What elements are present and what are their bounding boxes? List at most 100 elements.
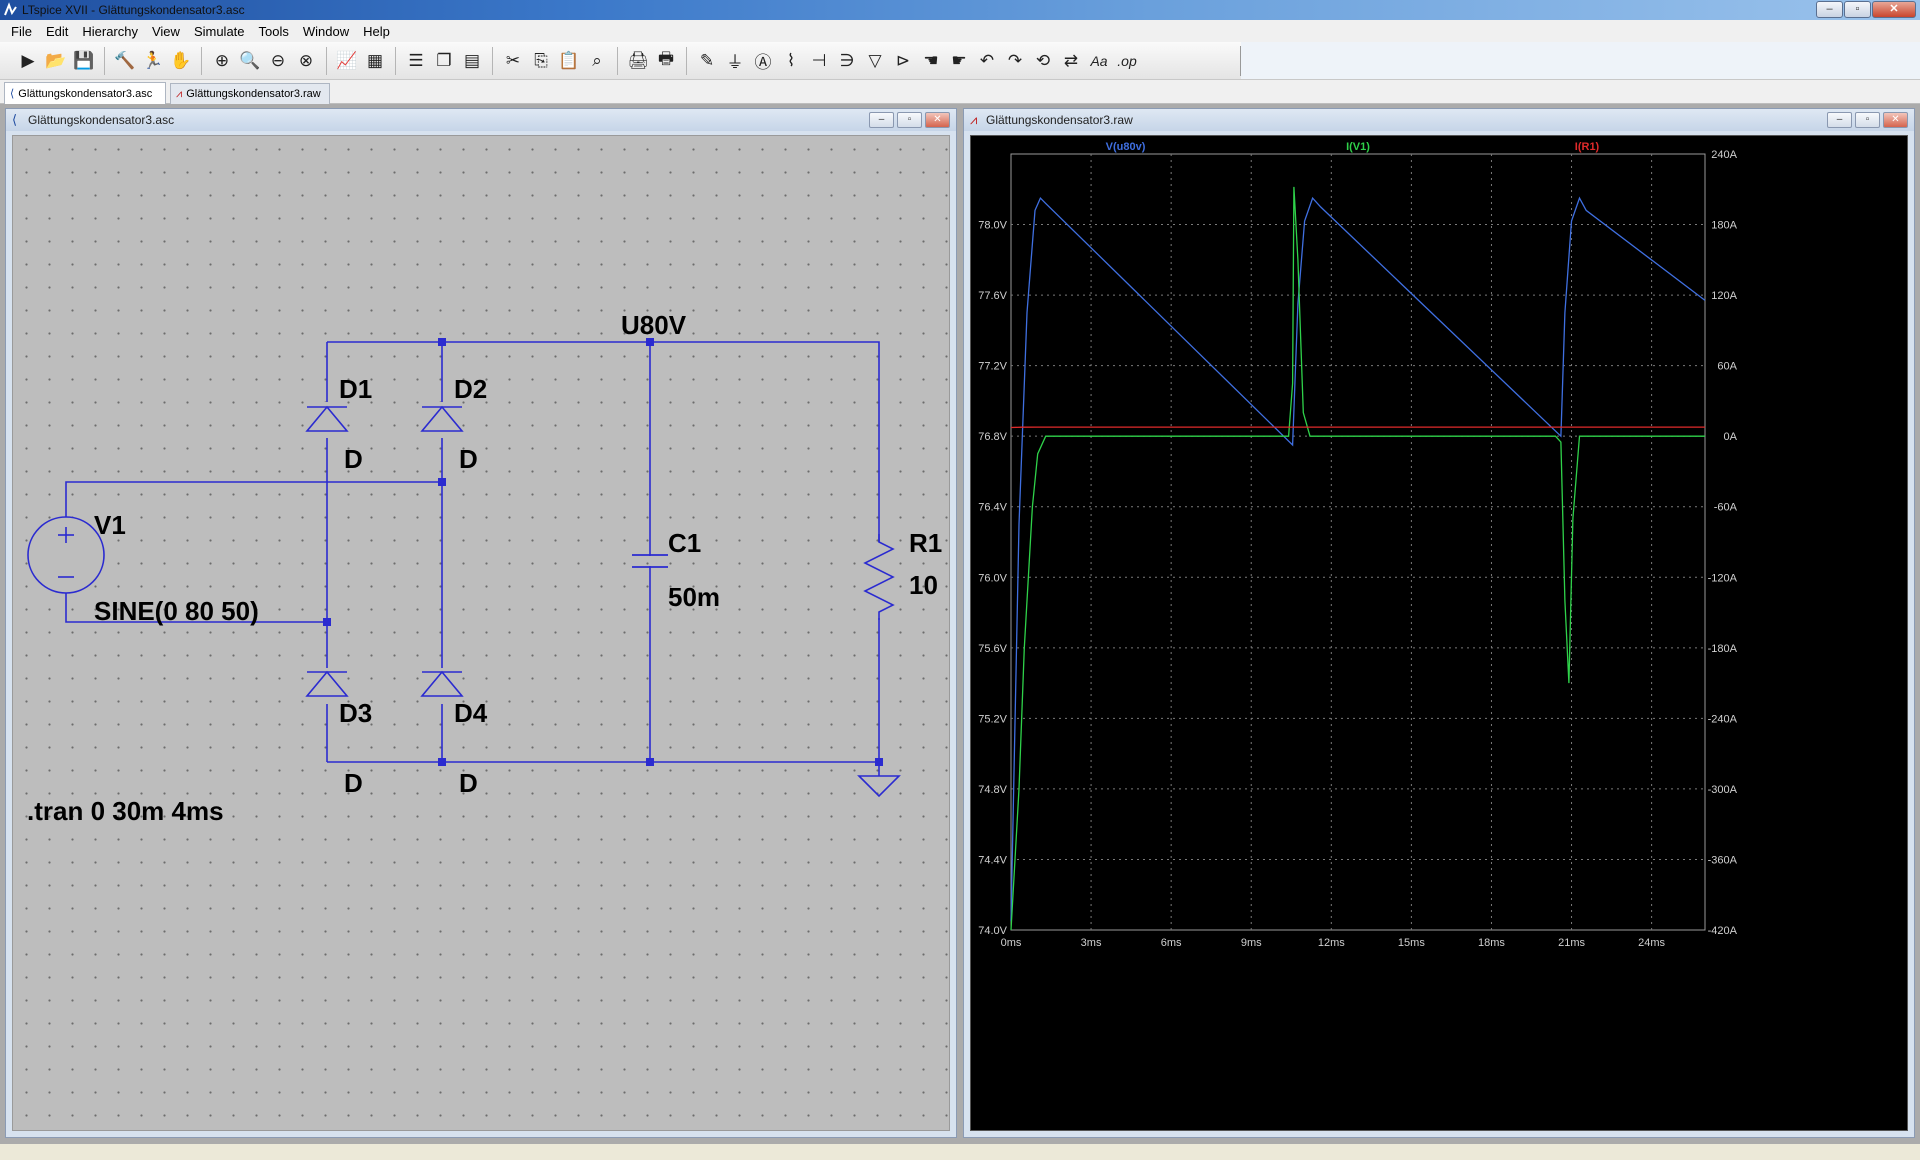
waveform-icon: ⩘ xyxy=(176,87,183,100)
tab-waveform[interactable]: ⩘ Glättungskondensator3.raw xyxy=(170,83,330,104)
redo-icon[interactable]: ↷ xyxy=(1007,50,1023,70)
d4-value-label: D xyxy=(459,768,478,798)
spice-directive-icon[interactable]: .op xyxy=(1117,52,1137,69)
close-button[interactable]: ✕ xyxy=(1872,1,1916,18)
menu-hierarchy[interactable]: Hierarchy xyxy=(82,23,138,39)
document-tabs: ⟨ Glättungskondensator3.asc ⩘ Glättungsk… xyxy=(0,80,1920,104)
y-right-tick-label: 240A xyxy=(1711,149,1737,161)
maximize-button[interactable]: ▫ xyxy=(1844,1,1871,18)
run-sim-icon[interactable]: 🏃 xyxy=(142,50,164,70)
series-line-1[interactable] xyxy=(1010,196,1706,922)
v1-value-label: SINE(0 80 50) xyxy=(94,596,259,626)
print-setup-icon[interactable]: 🖨 xyxy=(627,50,649,70)
schematic-canvas[interactable]: U80V D1 D D2 D D3 D D4 D V1 SINE(0 80 50… xyxy=(12,135,950,1131)
zoom-in-icon[interactable]: ⊕ xyxy=(214,50,230,70)
open-icon[interactable]: 📂 xyxy=(45,50,67,70)
d3-value-label: D xyxy=(344,768,363,798)
schematic-close-button[interactable]: ✕ xyxy=(925,112,950,128)
capacitor-icon[interactable]: ⊣ xyxy=(811,50,827,70)
toolbar-separator xyxy=(326,46,327,75)
diode-d4[interactable] xyxy=(420,668,464,704)
minimize-button[interactable]: – xyxy=(1816,1,1843,18)
net-label-u80v[interactable]: U80V xyxy=(621,310,687,340)
drag-icon[interactable]: ☛ xyxy=(951,50,967,70)
tab-schematic[interactable]: ⟨ Glättungskondensator3.asc xyxy=(4,82,166,104)
toolbar-divider xyxy=(1240,46,1241,76)
window-title: LTspice XVII - Glättungskondensator3.asc xyxy=(22,3,245,17)
tile-vertical-icon[interactable]: ▤ xyxy=(463,50,481,70)
resistor-icon[interactable]: ⌇ xyxy=(786,50,796,70)
zoom-fit-icon[interactable]: ⊗ xyxy=(298,50,314,70)
d2-value-label: D xyxy=(459,444,478,474)
resistor-r1[interactable] xyxy=(863,534,895,620)
series-line-2[interactable] xyxy=(1010,186,1705,931)
x-tick-label: 15ms xyxy=(1398,937,1425,949)
component-icon[interactable]: ⊳ xyxy=(895,50,911,70)
diode-d3[interactable] xyxy=(305,668,349,704)
y-right-tick-label: -180A xyxy=(1708,643,1738,655)
waveform-minimize-button[interactable]: – xyxy=(1827,112,1852,128)
y-left-tick-label: 76.8V xyxy=(978,431,1007,443)
menu-bar: File Edit Hierarchy View Simulate Tools … xyxy=(0,20,1920,42)
autorange-icon[interactable]: 📈 xyxy=(336,50,358,70)
c1-value-label: 50m xyxy=(668,582,720,612)
move-icon[interactable]: ☚ xyxy=(923,50,939,70)
tab-label: Glättungskondensator3.raw xyxy=(186,88,321,100)
inductor-icon[interactable]: ∋ xyxy=(839,50,855,70)
zoom-cancel-icon[interactable]: ▦ xyxy=(366,50,384,70)
draw-wire-icon[interactable]: ✎ xyxy=(699,50,715,70)
paste-icon[interactable]: 📋 xyxy=(558,50,580,70)
x-tick-label: 3ms xyxy=(1081,937,1102,949)
menu-simulate[interactable]: Simulate xyxy=(193,23,245,39)
cut-icon[interactable]: ✂ xyxy=(505,50,521,70)
diode-d2[interactable] xyxy=(420,402,464,438)
waveform-close-button[interactable]: ✕ xyxy=(1883,112,1908,128)
x-tick-label: 18ms xyxy=(1478,937,1505,949)
menu-edit[interactable]: Edit xyxy=(45,23,69,39)
y-left-tick-label: 74.4V xyxy=(978,854,1007,866)
schematic-minimize-button[interactable]: – xyxy=(869,112,894,128)
diode-d1[interactable] xyxy=(305,402,349,438)
x-tick-label: 6ms xyxy=(1161,937,1182,949)
ground-symbol[interactable] xyxy=(857,775,901,798)
menu-window[interactable]: Window xyxy=(302,23,350,39)
legend-entry-1[interactable]: V(u80v) xyxy=(1106,141,1146,153)
run-icon[interactable]: ▶ xyxy=(21,50,35,70)
legend-entry-3[interactable]: I(R1) xyxy=(1575,141,1600,153)
menu-tools[interactable]: Tools xyxy=(258,23,289,39)
menu-file[interactable]: File xyxy=(11,23,32,39)
legend-entry-2[interactable]: I(V1) xyxy=(1346,141,1370,153)
toolbar-separator xyxy=(395,46,396,75)
y-right-tick-label: -120A xyxy=(1708,572,1738,584)
zoom-out-icon[interactable]: ⊖ xyxy=(270,50,286,70)
schematic-restore-button[interactable]: ▫ xyxy=(897,112,922,128)
spice-directive[interactable]: .tran 0 30m 4ms xyxy=(27,796,224,826)
waveform-window-titlebar[interactable]: ⩘ Glättungskondensator3.raw – ▫ ✕ xyxy=(964,109,1914,131)
waveform-restore-button[interactable]: ▫ xyxy=(1855,112,1880,128)
menu-help[interactable]: Help xyxy=(363,23,390,39)
menu-view[interactable]: View xyxy=(151,23,180,39)
y-right-tick-label: -60A xyxy=(1714,502,1738,514)
cascade-icon[interactable]: ❐ xyxy=(436,50,452,70)
y-left-tick-label: 74.0V xyxy=(978,925,1007,937)
control-panel-icon[interactable]: 🔨 xyxy=(114,50,136,70)
text-icon[interactable]: Aa xyxy=(1090,52,1108,69)
find-icon[interactable]: ⌕ xyxy=(592,50,602,70)
capacitor-c1[interactable] xyxy=(632,554,668,568)
pan-icon[interactable]: ✋ xyxy=(170,50,192,70)
save-icon[interactable]: 💾 xyxy=(73,50,95,70)
diode-icon[interactable]: ▽ xyxy=(868,50,882,70)
zoom-icon[interactable]: 🔍 xyxy=(239,50,261,70)
schematic-window-titlebar[interactable]: ⟨ Glättungskondensator3.asc – ▫ ✕ xyxy=(6,109,956,131)
tile-horizontal-icon[interactable]: ☰ xyxy=(408,50,424,70)
voltage-source-v1[interactable] xyxy=(27,516,105,594)
x-tick-label: 24ms xyxy=(1638,937,1665,949)
label-net-icon[interactable]: Ⓐ xyxy=(754,53,772,72)
mirror-icon[interactable]: ⇄ xyxy=(1063,50,1079,70)
undo-icon[interactable]: ↶ xyxy=(979,50,995,70)
print-icon[interactable]: 🖶 xyxy=(657,49,675,68)
copy-icon[interactable]: ⎘ xyxy=(534,50,548,70)
rotate-icon[interactable]: ⟲ xyxy=(1035,50,1051,70)
ground-icon[interactable]: ⏚ xyxy=(726,53,744,72)
